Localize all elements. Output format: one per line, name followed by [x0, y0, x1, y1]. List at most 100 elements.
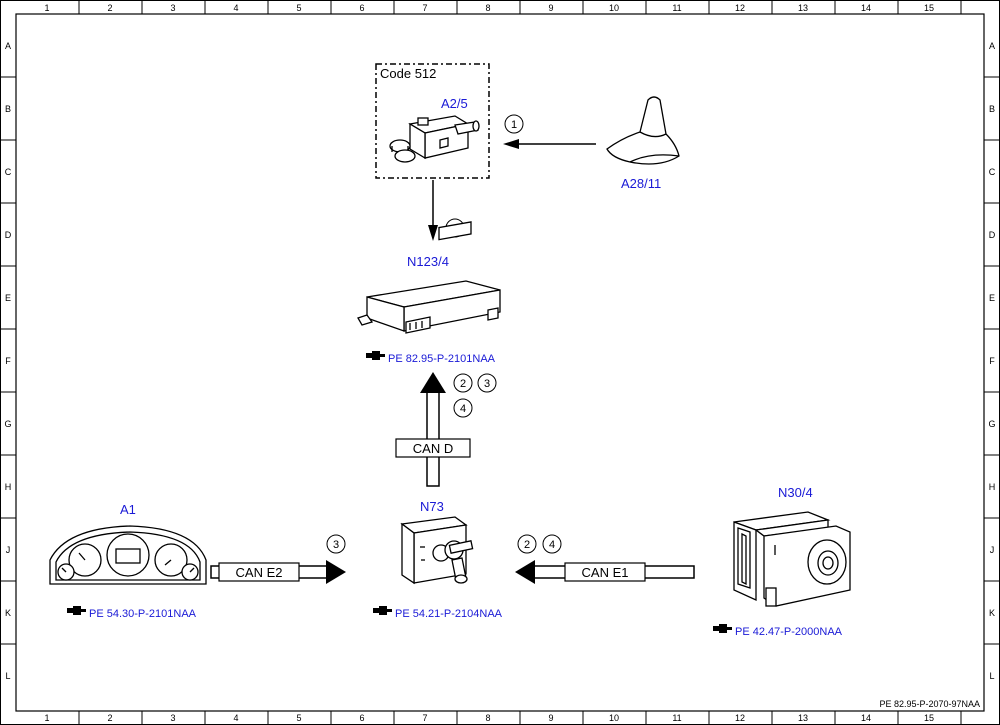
- row-label: J: [6, 545, 11, 555]
- can-e2-label: CAN E2: [236, 565, 283, 580]
- col-label: 11: [672, 3, 681, 13]
- component-a2-5: Code 512 A2/5: [375, 63, 490, 179]
- n73-reference[interactable]: PE 54.21-P-2104NAA: [373, 606, 503, 620]
- col-label: 3: [170, 3, 175, 13]
- component-n123-4: N123/4 PE 82.95-P-2101NAA: [357, 221, 501, 365]
- can-e2-label-box: [218, 562, 300, 582]
- col-label: 15: [924, 3, 934, 13]
- col-label: 12: [735, 3, 745, 13]
- col-label: 6: [359, 713, 364, 723]
- can-d-label: CAN D: [413, 441, 453, 456]
- signal-arrow-a25-to-n123: [428, 180, 438, 241]
- row-label: F: [5, 356, 11, 366]
- can-e2-bus-arrow: CAN E2: [210, 560, 346, 584]
- col-label: 9: [548, 713, 553, 723]
- row-label: B: [5, 104, 11, 114]
- col-label: 15: [924, 713, 934, 723]
- col-label: 11: [672, 713, 681, 723]
- row-label: L: [989, 671, 994, 681]
- pointing-hand-icon: [366, 351, 385, 360]
- pointing-hand-icon: [373, 606, 392, 615]
- n30-4-ref-text: PE 42.47-P-2000NAA: [735, 626, 843, 638]
- row-label: H: [989, 482, 996, 492]
- row-label: D: [5, 230, 12, 240]
- row-label: A: [989, 41, 995, 51]
- col-label: 14: [861, 3, 871, 13]
- signal-badge-4: 4: [453, 398, 473, 418]
- col-label: 8: [485, 3, 490, 13]
- n123-4-label: N123/4: [407, 254, 449, 269]
- col-label: 13: [798, 713, 808, 723]
- col-label: 10: [609, 3, 619, 13]
- col-label: 14: [861, 713, 871, 723]
- col-label: 7: [422, 713, 427, 723]
- col-label: 4: [233, 713, 238, 723]
- a1-reference[interactable]: PE 54.30-P-2101NAA: [67, 606, 197, 620]
- row-label: C: [989, 167, 996, 177]
- signal-badge-1: 1: [504, 114, 524, 134]
- row-label: B: [989, 104, 995, 114]
- n73-label: N73: [420, 499, 444, 514]
- col-label: 5: [296, 3, 301, 13]
- can-e1-label-box: [564, 562, 646, 582]
- svg-text:4: 4: [460, 403, 466, 415]
- component-n73: N73 PE 54.21-P-2104NAA: [373, 499, 503, 620]
- can-e1-bus-arrow: CAN E1: [515, 560, 695, 584]
- pointing-hand-icon: [67, 606, 86, 615]
- row-label: L: [5, 671, 10, 681]
- signal-arrow-a28-to-a25: [503, 139, 596, 149]
- n30-4-label: N30/4: [778, 485, 813, 500]
- signal-badge-4: 4: [542, 534, 562, 554]
- a1-label: A1: [120, 502, 136, 517]
- col-label: 13: [798, 3, 808, 13]
- a28-11-label: A28/11: [621, 176, 661, 191]
- a1-ref-text: PE 54.30-P-2101NAA: [89, 608, 197, 620]
- col-label: 6: [359, 3, 364, 13]
- column-grid: [78, 0, 962, 725]
- component-a28-11: A28/11: [606, 96, 680, 191]
- drawing-area-border: [15, 13, 985, 712]
- can-d-label-box: [395, 438, 471, 458]
- col-label: 4: [233, 3, 238, 13]
- col-label: 12: [735, 713, 745, 723]
- col-label: 1: [44, 713, 49, 723]
- document-reference: PE 82.95-P-2070-97NAA: [879, 699, 980, 709]
- row-grid: [0, 76, 1000, 645]
- svg-text:1: 1: [511, 119, 517, 131]
- row-label: E: [5, 293, 11, 303]
- component-n30-4: N30/4 PE 42.47-P-2000NAA: [713, 485, 851, 638]
- col-label: 1: [44, 3, 49, 13]
- row-label: K: [989, 608, 995, 618]
- col-label: 2: [107, 3, 112, 13]
- col-label: 5: [296, 713, 301, 723]
- row-label: J: [990, 545, 995, 555]
- signal-badge-3: 3: [477, 373, 497, 393]
- a2-5-module-image: [389, 115, 480, 163]
- row-label: K: [5, 608, 11, 618]
- row-label: H: [5, 482, 12, 492]
- n123-4-reference[interactable]: PE 82.95-P-2101NAA: [366, 351, 496, 365]
- signal-badge-2: 2: [453, 373, 473, 393]
- col-label: 7: [422, 3, 427, 13]
- can-d-bus-arrow: CAN D: [395, 372, 471, 487]
- n73-ref-text: PE 54.21-P-2104NAA: [395, 608, 503, 620]
- n73-ignition-switch-image: [400, 516, 474, 585]
- can-e1-label: CAN E1: [582, 565, 629, 580]
- col-label: 3: [170, 713, 175, 723]
- pointing-hand-icon: [713, 624, 732, 633]
- row-label: D: [989, 230, 996, 240]
- option-code-label: Code 512: [380, 66, 436, 81]
- col-label: 9: [548, 3, 553, 13]
- a1-instrument-cluster-image: [49, 525, 207, 585]
- svg-text:3: 3: [333, 539, 339, 551]
- row-label: E: [989, 293, 995, 303]
- row-label: F: [989, 356, 995, 366]
- n30-4-reference[interactable]: PE 42.47-P-2000NAA: [713, 624, 843, 638]
- a2-5-label: A2/5: [441, 96, 468, 111]
- signal-badge-3: 3: [326, 534, 346, 554]
- col-label: 2: [107, 713, 112, 723]
- row-label: G: [4, 419, 11, 429]
- n123-4-ref-text: PE 82.95-P-2101NAA: [388, 353, 496, 365]
- col-label: 10: [609, 713, 619, 723]
